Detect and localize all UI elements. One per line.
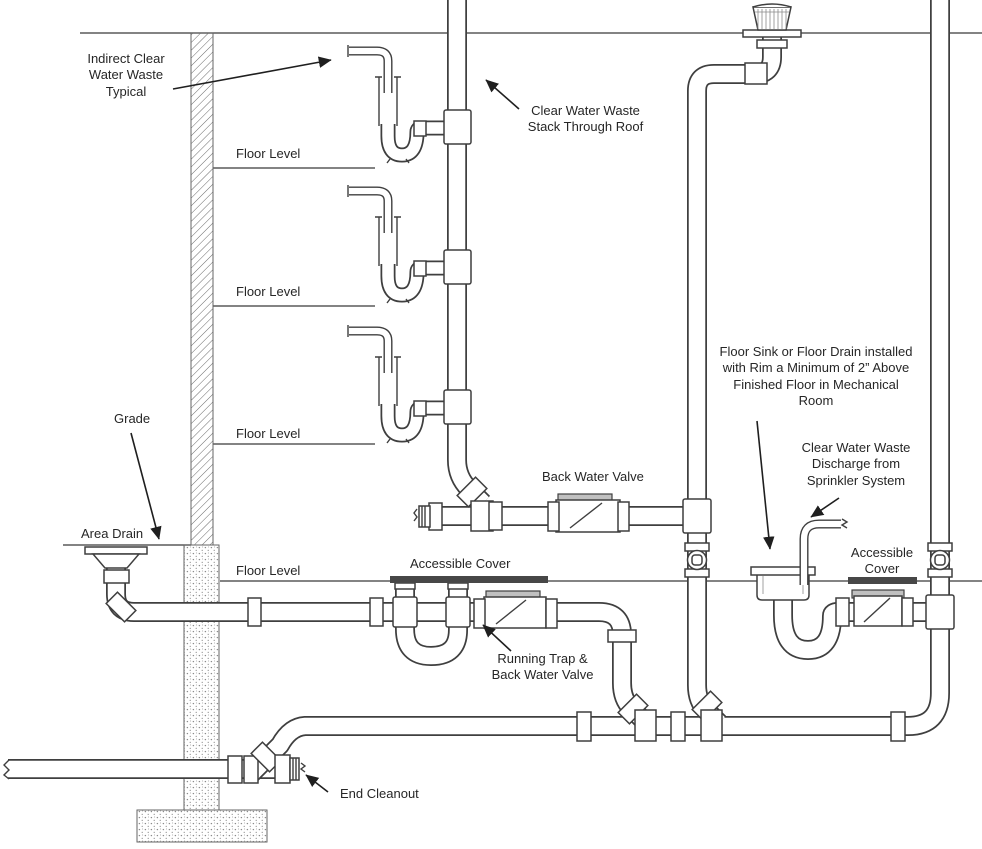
label-sprinkler-discharge: Clear Water Waste Discharge from Sprinkl… bbox=[801, 440, 911, 488]
stack-cleanout bbox=[927, 542, 953, 578]
back-water-valve-floor-sink bbox=[851, 589, 914, 627]
trap-tee bbox=[445, 596, 471, 628]
wye-body bbox=[634, 709, 657, 742]
stack-cleanout bbox=[684, 542, 710, 578]
label-floor-level-3: Floor Level bbox=[236, 426, 301, 441]
label-area-drain: Area Drain bbox=[81, 526, 144, 541]
cleanout-flange bbox=[394, 582, 416, 590]
building-drain-main bbox=[243, 0, 950, 782]
indirect-waste-assembly-2 bbox=[349, 186, 448, 303]
accessible-cover-bar-left bbox=[390, 576, 548, 583]
label-floor-level-4: Floor Level bbox=[236, 563, 301, 578]
coupling bbox=[670, 711, 686, 742]
waste-receptor-3 bbox=[347, 325, 410, 444]
wye-collar bbox=[243, 755, 259, 784]
stack-tee bbox=[925, 594, 955, 630]
label-floor-level-1: Floor Level bbox=[236, 146, 301, 161]
coupling bbox=[488, 501, 503, 531]
indirect-waste-assembly-3 bbox=[349, 326, 448, 443]
arrow-sprinkler-discharge bbox=[810, 497, 840, 518]
fixtures bbox=[2, 3, 849, 780]
stack-tee-1 bbox=[443, 109, 472, 145]
label-back-water-valve: Back Water Valve bbox=[542, 469, 644, 484]
arrow-running-trap bbox=[482, 624, 512, 652]
indirect-waste-assembly-1 bbox=[349, 46, 448, 163]
label-floor-sink-note: Floor Sink or Floor Drain installed with… bbox=[719, 344, 913, 408]
cleanout-flange bbox=[447, 582, 469, 590]
stack-tee-2 bbox=[443, 249, 472, 285]
fittings bbox=[103, 62, 955, 784]
footing bbox=[136, 809, 268, 843]
sprinkler-discharge-pipe bbox=[799, 518, 849, 585]
coupling bbox=[413, 260, 427, 277]
label-accessible-cover-right: Accessible Cover bbox=[850, 545, 914, 577]
trap-tee bbox=[392, 596, 418, 628]
arrow-end-cleanout bbox=[305, 774, 329, 793]
label-grade: Grade bbox=[114, 411, 151, 426]
coupling bbox=[413, 400, 427, 417]
waste-receptor-2 bbox=[347, 185, 410, 304]
coupling bbox=[227, 755, 243, 784]
coupling bbox=[428, 502, 443, 531]
floor-sink-trap bbox=[773, 592, 930, 660]
label-indirect-waste: Indirect Clear Water Waste Typical bbox=[87, 51, 165, 99]
back-water-valve-trap bbox=[473, 590, 558, 629]
coupling bbox=[607, 629, 637, 643]
end-cleanout-cap bbox=[274, 754, 307, 784]
label-floor-level-2: Floor Level bbox=[236, 284, 301, 299]
coupling-45 bbox=[105, 591, 137, 623]
area-drain-fixture bbox=[84, 546, 148, 569]
coupling bbox=[369, 597, 384, 627]
wye-body bbox=[700, 709, 723, 742]
arrow-stack-through-roof bbox=[485, 79, 520, 110]
coupling bbox=[247, 597, 262, 627]
annotation-arrows bbox=[130, 56, 840, 793]
coupling bbox=[576, 711, 592, 742]
back-water-valve-upper bbox=[547, 493, 630, 533]
label-stack-through-roof: Clear Water Waste Stack Through Roof bbox=[527, 103, 644, 135]
vent-stack-through-roof bbox=[687, 34, 782, 731]
label-end-cleanout: End Cleanout bbox=[340, 786, 419, 801]
stack-tee bbox=[682, 498, 712, 534]
floor-sink bbox=[750, 566, 816, 601]
coupling bbox=[744, 62, 768, 85]
arrow-grade bbox=[130, 432, 162, 540]
label-running-trap: Running Trap & Back Water Valve bbox=[491, 651, 594, 683]
label-accessible-cover-left: Accessible Cover bbox=[410, 556, 511, 571]
coupling bbox=[413, 120, 427, 137]
arrow-floor-sink bbox=[756, 420, 775, 550]
coupling bbox=[890, 711, 906, 742]
accessible-cover-bar-right bbox=[848, 577, 917, 584]
roof-vent-cap bbox=[742, 3, 802, 49]
exterior-wall bbox=[190, 32, 214, 546]
coupling bbox=[103, 569, 130, 584]
pipe-break-symbol bbox=[2, 759, 10, 780]
arrow-indirect-waste bbox=[172, 56, 332, 90]
coupling bbox=[835, 597, 850, 627]
waste-receptor-1 bbox=[347, 45, 410, 164]
coupling-45 bbox=[456, 476, 488, 508]
stack-tee-3 bbox=[443, 389, 472, 425]
